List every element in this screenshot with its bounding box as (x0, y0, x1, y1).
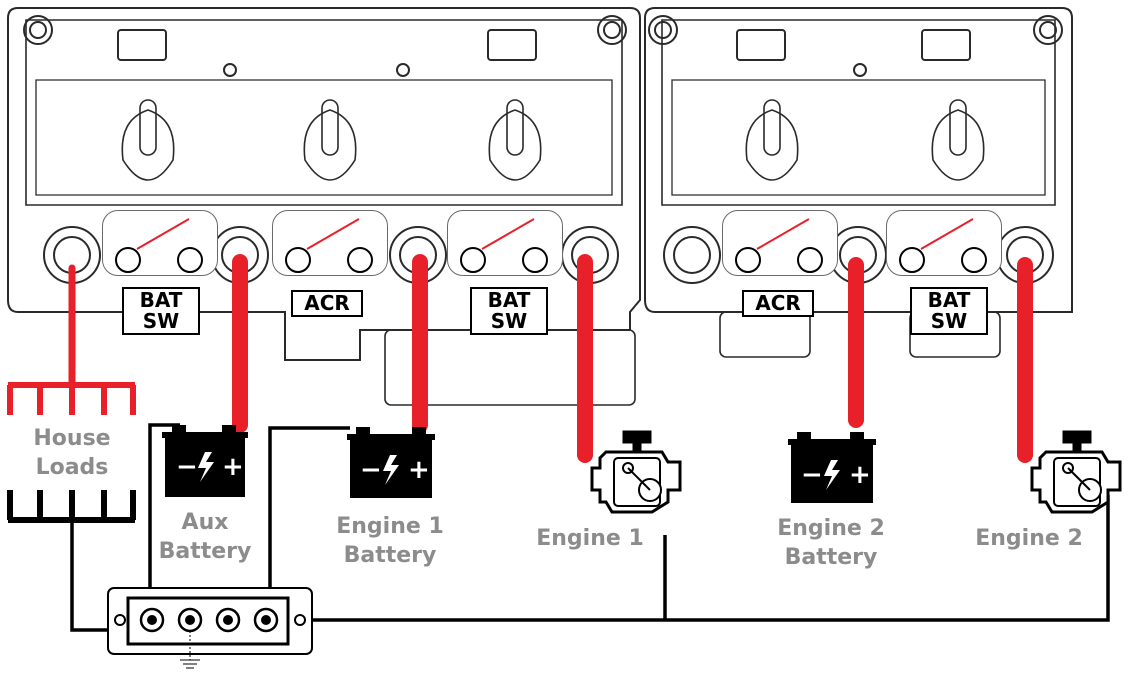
switch-blade (136, 218, 190, 250)
switch-symbol (102, 210, 218, 276)
house-loads-negative-comb (7, 490, 136, 523)
tag-line: ACR (304, 291, 350, 315)
switch-contact (285, 247, 311, 273)
label-line: Battery (158, 539, 252, 564)
bolt-icon (824, 460, 840, 490)
battery-minus-sign: − (801, 460, 823, 490)
label-line: Battery (343, 543, 437, 568)
bat-sw-tag-2: BAT SW (470, 287, 548, 335)
switch-symbol (447, 210, 563, 276)
house-loads-positive-comb (7, 382, 136, 415)
switch-blade (756, 218, 810, 250)
label-line: Engine 2 (777, 516, 885, 541)
switch-symbol (722, 210, 838, 276)
tag-line: SW (490, 309, 528, 333)
house-loads-label: House Loads (12, 424, 132, 482)
engine2-label: Engine 2 (959, 524, 1099, 553)
switch-blade (920, 218, 974, 250)
tag-line: ACR (755, 291, 801, 315)
switch-knobs (121, 99, 985, 181)
tag-line: BAT (139, 288, 183, 312)
engine-icon (590, 430, 682, 514)
tag-line: SW (930, 309, 968, 333)
ground-icon (180, 631, 200, 669)
switch-symbol (272, 210, 388, 276)
label-line: House (33, 426, 111, 451)
housing-right (644, 7, 1073, 358)
switch-contact (899, 247, 925, 273)
battery-plus-sign: + (849, 460, 871, 490)
battery-icon (162, 425, 248, 497)
battery-symbols: − + − + − + (176, 452, 871, 490)
switch-contact (735, 247, 761, 273)
switch-contact (347, 247, 373, 273)
label-line: Aux (181, 510, 229, 535)
battery-plus-sign: + (408, 455, 430, 485)
bat-sw-tag-1: BAT SW (122, 287, 200, 335)
switch-blade (481, 218, 535, 250)
label-line: Engine 1 (536, 526, 644, 551)
bat-sw-tag-3: BAT SW (910, 287, 988, 335)
switch-contact (177, 247, 203, 273)
engine1-label: Engine 1 (520, 524, 660, 553)
battery-minus-sign: − (176, 452, 198, 482)
aux-battery-label: Aux Battery (145, 508, 265, 566)
switch-contact (522, 247, 548, 273)
label-line: Engine 1 (336, 514, 444, 539)
negative-wires (70, 423, 1110, 632)
label-line: Engine 2 (975, 526, 1083, 551)
switch-contact (115, 247, 141, 273)
tag-line: BAT (487, 288, 531, 312)
tag-line: SW (142, 309, 180, 333)
engine1-battery-label: Engine 1 Battery (320, 512, 460, 570)
bolt-icon (383, 455, 399, 485)
switch-contact (797, 247, 823, 273)
acr-tag-1: ACR (291, 290, 363, 317)
label-line: Battery (784, 545, 878, 570)
tag-line: BAT (927, 288, 971, 312)
battery-minus-sign: − (360, 455, 382, 485)
engine2-battery-label: Engine 2 Battery (761, 514, 901, 572)
label-line: Loads (35, 455, 109, 480)
engine-icon (1030, 430, 1122, 514)
acr-tag-2: ACR (742, 290, 814, 317)
switch-contact (460, 247, 486, 273)
bolt-icon (198, 452, 214, 482)
battery-plus-sign: + (222, 452, 244, 482)
housing-left (7, 7, 641, 406)
switch-blade (306, 218, 360, 250)
positive-cables (68, 254, 1033, 463)
switch-contact (961, 247, 987, 273)
bus-bar (107, 587, 313, 655)
switch-symbol (886, 210, 1002, 276)
